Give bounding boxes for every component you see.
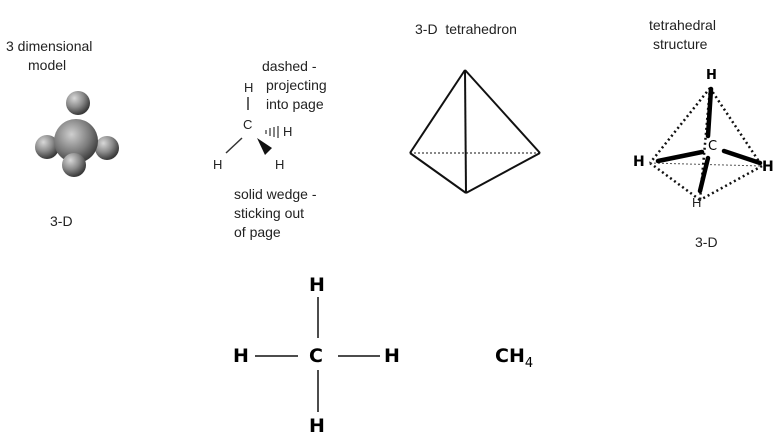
dashed-label-line3: into page [266, 96, 324, 112]
lewis-h-right: H [384, 345, 400, 367]
solid-wedge-bond [257, 138, 272, 155]
structure-title-line2: structure [653, 36, 708, 52]
lewis-h-left: H [233, 345, 249, 367]
model-caption: 3-D [50, 213, 73, 229]
solid-label-line1: solid wedge - [234, 186, 317, 202]
solid-label-line3: of page [234, 224, 281, 240]
dashed-label-line2: projecting [266, 77, 327, 93]
bond-c-h-left [655, 149, 705, 164]
formula-subscript: 4 [524, 355, 534, 371]
structure-atom-h-top: H [706, 68, 717, 83]
space-filling-model [35, 91, 119, 177]
bond-c-h-top [705, 86, 714, 139]
hydrogen-sphere-top [66, 91, 90, 115]
bond-c-h-right [721, 148, 763, 166]
lewis-h-bottom: H [309, 415, 325, 437]
formula-main: CH [495, 345, 525, 367]
bond-c-h-bottom [697, 155, 711, 194]
solid-label-line2: sticking out [234, 205, 305, 221]
dashed-label-line1: dashed - [262, 58, 317, 74]
structure-title-line1: tetrahedral [649, 17, 716, 33]
tetrahedron-shape [409, 69, 541, 194]
wedge-atom-h-left: H [213, 157, 223, 172]
dashed-wedge-bond [265, 126, 279, 138]
lewis-bonds [255, 297, 380, 412]
bond-left [225, 137, 243, 154]
lewis-c-center: C [309, 345, 323, 367]
model-title-line1: 3 dimensional [6, 38, 93, 54]
hydrogen-sphere-bottom [62, 153, 86, 177]
structure-atom-h-bottom: H [692, 195, 702, 210]
model-title-line2: model [28, 57, 67, 73]
hydrogen-sphere-right [95, 136, 119, 160]
wedge-atom-h-wedge: H [275, 157, 285, 172]
tetrahedral-structure [649, 86, 764, 202]
lewis-h-top: H [309, 274, 325, 296]
structure-atom-h-right: H [762, 159, 774, 175]
carbon-sphere [54, 119, 98, 163]
wedge-dash-structure [225, 97, 279, 155]
structure-caption: 3-D [695, 234, 718, 250]
wedge-atom-h-top: H [244, 80, 254, 95]
structure-atom-h-left: H [633, 154, 645, 170]
structure-atom-c: C [708, 139, 718, 154]
molecular-formula: CH4 [495, 344, 533, 376]
wedge-atom-h-dashed: H [283, 124, 293, 139]
wedge-atom-c: C [243, 117, 253, 132]
hydrogen-sphere-left [35, 135, 59, 159]
tetrahedron-title: 3-D tetrahedron [415, 21, 517, 37]
